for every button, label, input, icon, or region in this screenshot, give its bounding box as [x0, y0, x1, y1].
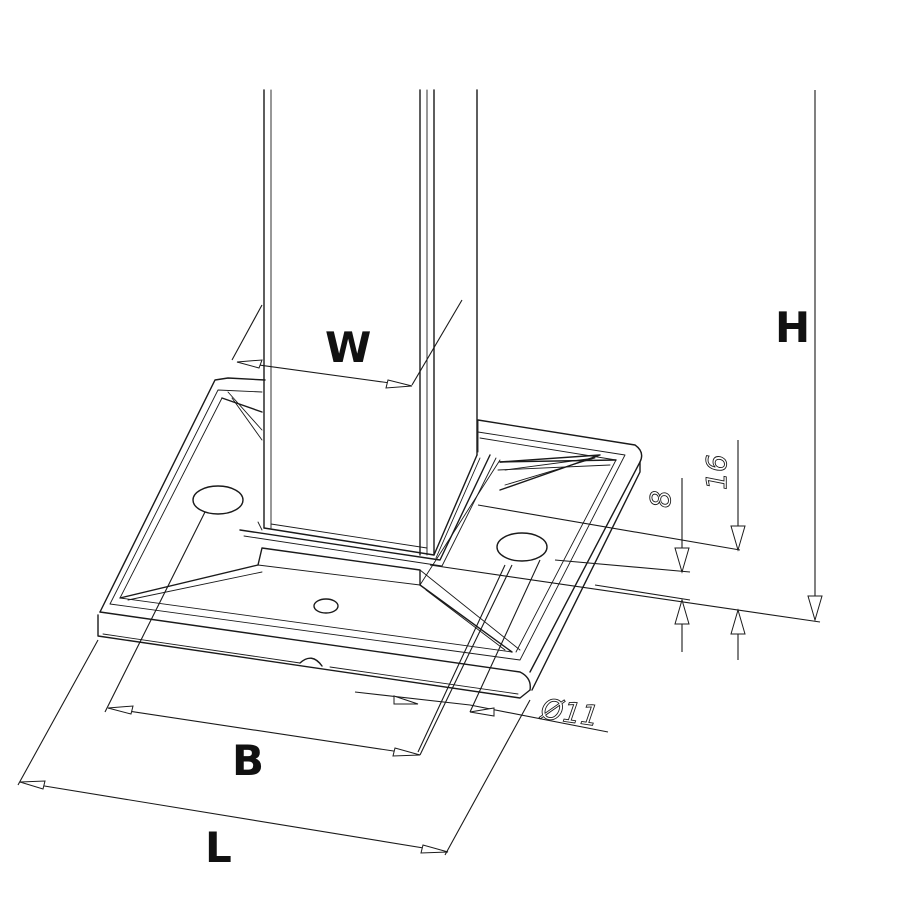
bolt-holes [192, 485, 548, 614]
bolt-hole-right [496, 532, 548, 562]
label-8: 8 [644, 490, 677, 508]
dim-b [104, 511, 513, 757]
dim-hole [354, 559, 609, 753]
gussets [119, 391, 617, 653]
label-16: 16 [700, 454, 733, 490]
dim-h [429, 90, 823, 623]
label-b: B [232, 736, 264, 785]
center-hole [313, 598, 339, 614]
dim-l [17, 639, 531, 856]
dim-thickness [477, 440, 746, 660]
square-post [257, 89, 481, 559]
dim-w [231, 299, 463, 389]
bolt-hole-left [192, 485, 244, 515]
label-hole-diameter: Ø11 [538, 692, 601, 733]
base-plate [97, 377, 643, 699]
label-l: L [205, 823, 232, 872]
label-w: W [325, 323, 371, 372]
label-h: H [775, 303, 810, 352]
